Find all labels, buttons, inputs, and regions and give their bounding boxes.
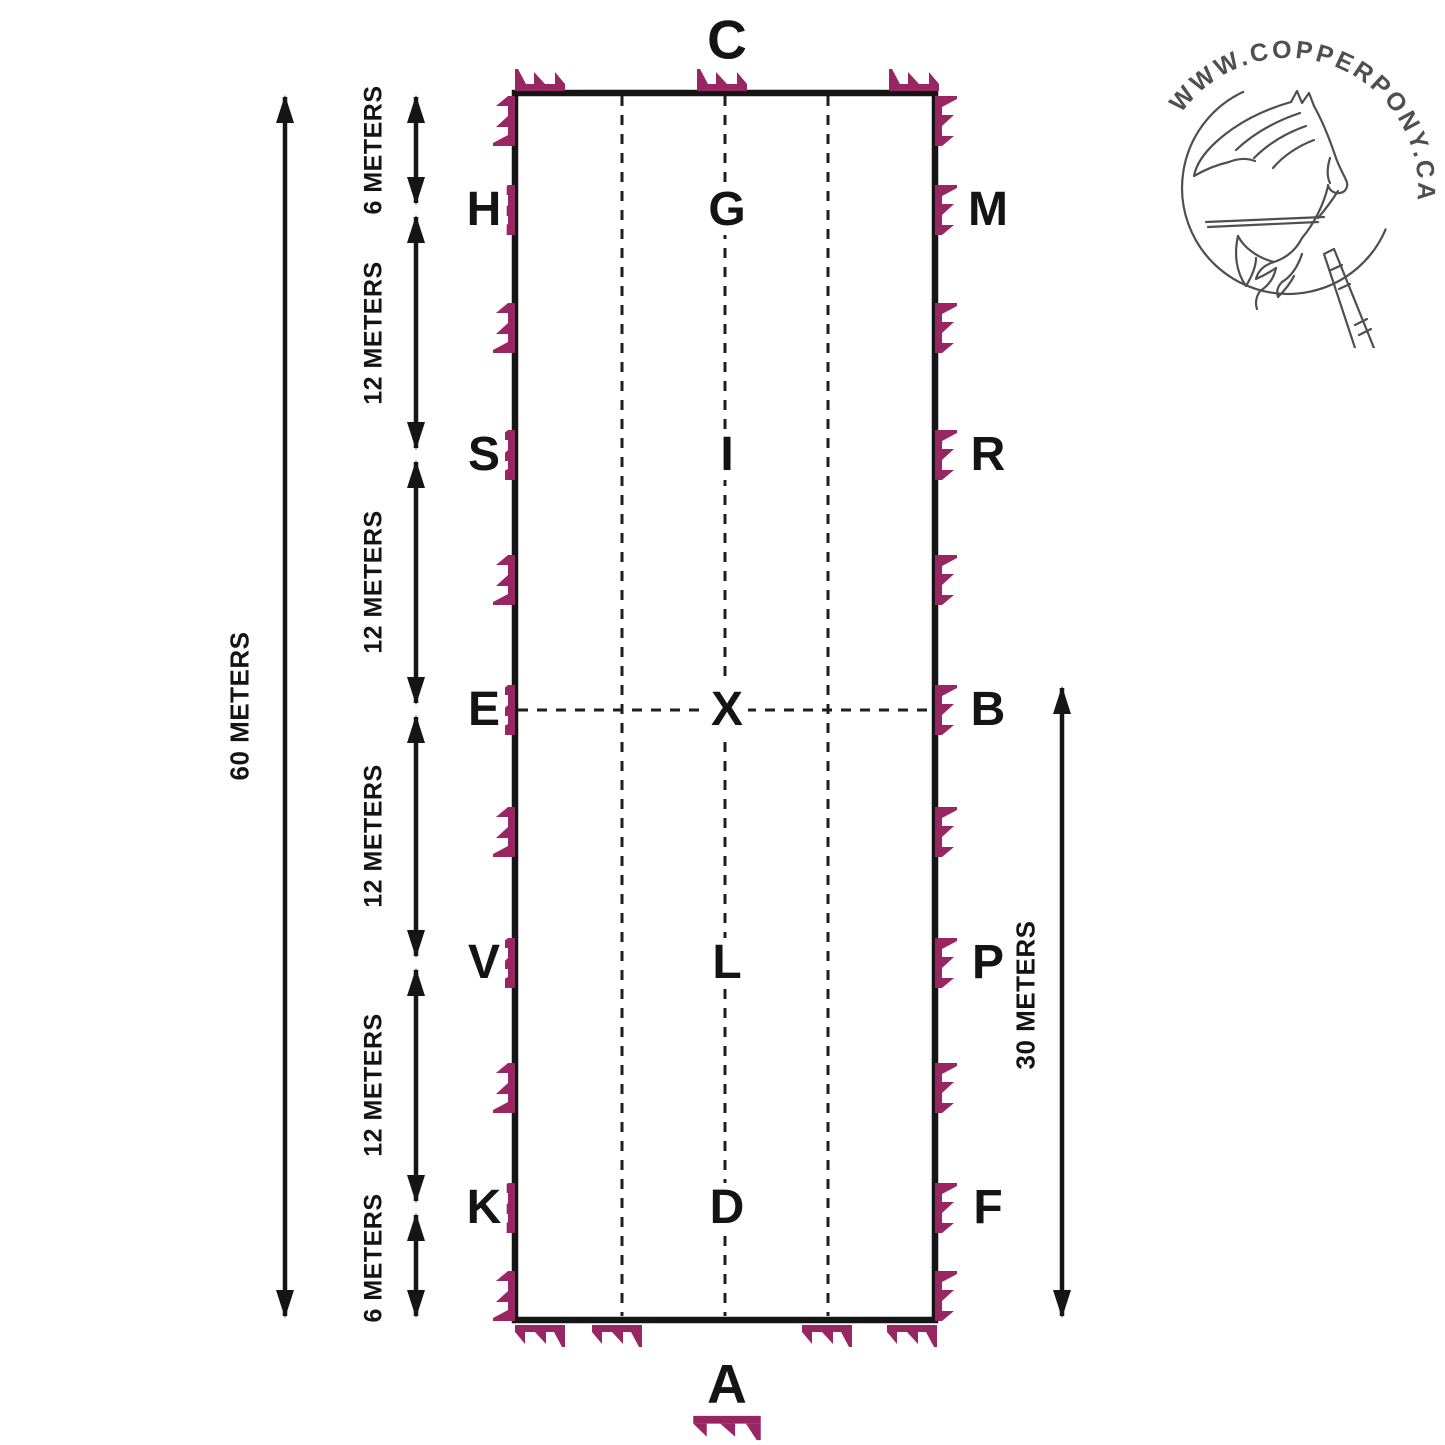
- letter-F: F: [968, 1183, 1008, 1233]
- letter-E: E: [462, 685, 506, 735]
- letter-P: P: [966, 938, 1010, 988]
- jump-pole: [1322, 247, 1376, 348]
- label-60-meters: 60 METERS: [224, 631, 255, 781]
- label-30-meters: 30 METERS: [1010, 920, 1041, 1070]
- letter-L: L: [707, 938, 747, 988]
- letter-R: R: [965, 430, 1011, 480]
- letter-X: X: [705, 685, 749, 735]
- a-underline-marker: [693, 1415, 761, 1441]
- letter-V: V: [462, 938, 506, 988]
- letter-H: H: [461, 185, 507, 235]
- letter-S: S: [462, 430, 506, 480]
- letter-K: K: [461, 1183, 507, 1233]
- label-segment-12m-1: 12 METERS: [359, 261, 388, 405]
- label-segment-12m-4: 12 METERS: [359, 1013, 388, 1157]
- letter-I: I: [715, 430, 739, 480]
- letter-B: B: [965, 685, 1011, 735]
- copperpony-logo: WWW.COPPERPONY.CA: [1164, 36, 1437, 348]
- letter-A: A: [702, 1355, 752, 1413]
- letter-M: M: [963, 185, 1013, 235]
- measurement-arrows: [276, 95, 1071, 1318]
- label-segment-6m-bottom: 6 METERS: [359, 1193, 388, 1323]
- label-segment-6m-top: 6 METERS: [359, 85, 388, 215]
- letter-C: C: [702, 11, 752, 69]
- letter-D: D: [704, 1183, 750, 1233]
- label-segment-12m-2: 12 METERS: [359, 510, 388, 654]
- label-segment-12m-3: 12 METERS: [359, 764, 388, 908]
- letter-G: G: [703, 185, 751, 235]
- logo-circle: [1180, 90, 1387, 295]
- horse-icon: [1192, 89, 1349, 311]
